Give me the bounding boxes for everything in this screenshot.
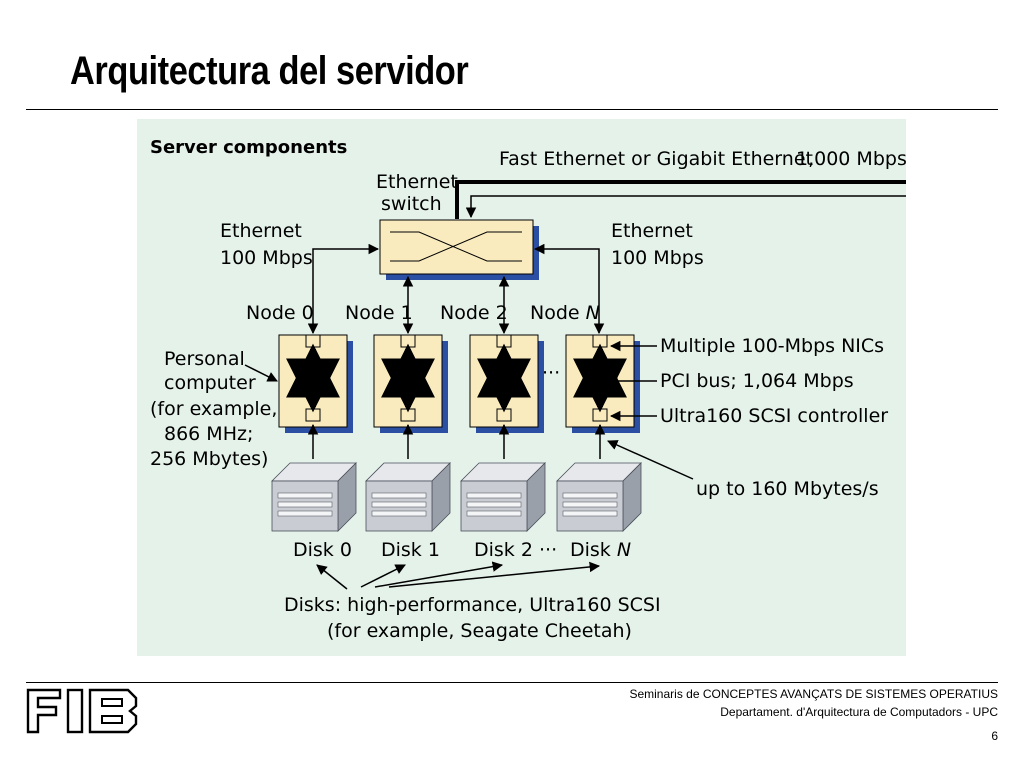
disks-ellipsis: ···: [539, 539, 557, 561]
backbone-cable: [455, 180, 906, 219]
backbone-uplink: [465, 195, 906, 219]
disk-label-n: Disk N: [570, 539, 631, 561]
footer-department: Departament. d'Arquitectura de Computado…: [720, 705, 998, 719]
disks-pointer-n: [388, 561, 601, 588]
node-2: [470, 335, 544, 433]
disks-pointer-2: [374, 561, 504, 588]
node-label-n: Node N: [530, 302, 600, 324]
diagram-canvas: Server components Fast Ethernet or Gigab…: [137, 119, 906, 656]
ethernet-link-node-0: [307, 243, 380, 335]
backbone-label: Fast Ethernet or Gigabit Ethernet: [499, 148, 813, 170]
footer-seminar: Seminaris de CONCEPTES AVANÇATS DE SISTE…: [629, 687, 998, 701]
svg-text:(for example,: (for example,: [150, 398, 277, 420]
svg-text:computer: computer: [164, 372, 256, 394]
ethernet-link-node-n: [533, 243, 605, 335]
footer-rule: [26, 682, 998, 683]
svg-text:256 Mbytes): 256 Mbytes): [150, 448, 268, 470]
svg-text:866 MHz;: 866 MHz;: [164, 423, 253, 445]
title-rule: [26, 109, 998, 110]
bus-label: PCI bus; 1,064 Mbps: [660, 370, 854, 392]
disk-label-0: Disk 0: [293, 539, 352, 561]
ethernet-switch: [379, 219, 539, 280]
nodes-ellipsis: ···: [542, 362, 560, 384]
disk-n: [556, 462, 642, 532]
node-1: [374, 335, 448, 433]
switch-label-1: Ethernet: [376, 171, 458, 193]
slide-title: Arquitectura del servidor: [70, 49, 469, 93]
svg-text:Personal: Personal: [164, 348, 245, 370]
left-link-label-1: Ethernet: [220, 220, 302, 242]
throughput-label: up to 160 Mbytes/s: [696, 478, 879, 500]
disk-label-1: Disk 1: [381, 539, 440, 561]
node-0: [279, 335, 353, 433]
node-label-1: Node 1: [345, 302, 413, 324]
disk-label-2: Disk 2: [474, 539, 533, 561]
nic-label: Multiple 100-Mbps NICs: [660, 335, 884, 357]
backbone-speed: 1,000 Mbps: [796, 148, 906, 170]
right-link-label-2: 100 Mbps: [611, 247, 704, 269]
node-label-0: Node 0: [246, 302, 314, 324]
disks-pointer-1: [360, 564, 406, 588]
node-label-2: Node 2: [440, 302, 508, 324]
disks-label-1: Disks: high-performance, Ultra160 SCSI: [284, 594, 661, 616]
right-link-label-1: Ethernet: [611, 220, 693, 242]
page-number: 6: [991, 729, 998, 743]
diagram-heading: Server components: [150, 137, 347, 158]
disks-label-2: (for example, Seagate Cheetah): [327, 620, 632, 642]
throughput-pointer: [607, 440, 694, 480]
disk-1: [365, 462, 451, 532]
pc-pointer: [244, 364, 278, 382]
disk-0: [271, 462, 357, 532]
disks-pointer-0: [316, 564, 348, 590]
server-components-diagram: Server components Fast Ethernet or Gigab…: [137, 119, 906, 656]
node-n: [566, 335, 640, 433]
disk-2: [460, 462, 546, 532]
switch-label-2: switch: [381, 193, 442, 215]
fib-logo: [26, 688, 138, 734]
scsi-label: Ultra160 SCSI controller: [660, 405, 888, 427]
pc-label: Personal computer (for example, 866 MHz;…: [150, 348, 277, 470]
left-link-label-2: 100 Mbps: [220, 247, 313, 269]
